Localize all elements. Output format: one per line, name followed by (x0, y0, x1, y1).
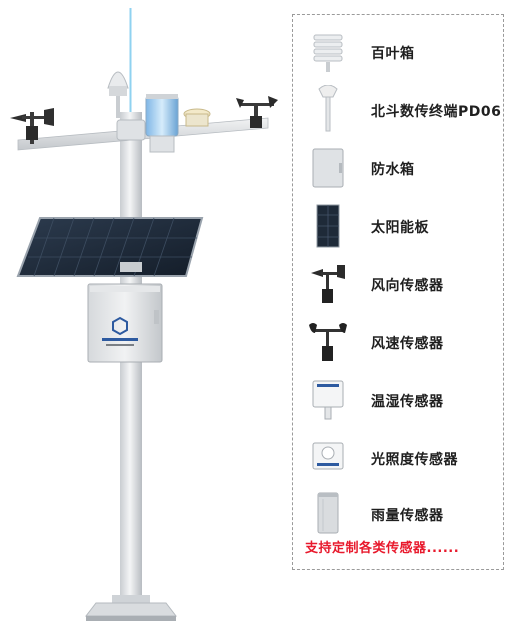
list-item: 百叶箱 (293, 27, 505, 77)
anemometer (236, 96, 278, 128)
solar-panel-icon (316, 204, 340, 248)
waterproof-box-icon (312, 148, 344, 188)
light-sensor (183, 108, 211, 127)
item-label: 雨量传感器 (371, 508, 444, 524)
list-item: 风速传感器 (293, 317, 505, 367)
item-label: 风速传感器 (371, 336, 444, 352)
antenna (129, 8, 132, 126)
wind-vane (10, 108, 54, 144)
product-list-panel: 百叶箱 北斗数传终端PD06 防水箱 太阳能板 (292, 14, 504, 570)
list-item: 防水箱 (293, 143, 505, 193)
control-cabinet (87, 283, 163, 363)
beidou-terminal-icon (318, 85, 338, 132)
temp-humidity-sensor-icon (312, 380, 344, 420)
list-item: 光照度传感器 (293, 433, 505, 483)
cabinet-logo-icon (102, 316, 138, 346)
list-item: 温湿传感器 (293, 375, 505, 425)
item-label: 防水箱 (371, 162, 415, 178)
list-item: 风向传感器 (293, 259, 505, 309)
gps-dome (107, 71, 129, 118)
solar-panel (16, 217, 204, 277)
list-item: 北斗数传终端PD06 (293, 85, 505, 135)
rain-gauge-icon (317, 492, 339, 534)
item-label: 北斗数传终端PD06 (371, 104, 502, 120)
anemometer-icon (309, 323, 347, 361)
light-sensor-icon (312, 442, 344, 470)
wind-vane-icon (311, 265, 345, 303)
item-label: 光照度传感器 (371, 452, 458, 468)
weather-station-illustration (10, 8, 278, 621)
item-label: 风向传感器 (371, 278, 444, 294)
main-pole (84, 112, 178, 621)
rain-gauge (145, 94, 179, 153)
item-label: 太阳能板 (371, 220, 429, 236)
list-item: 雨量传感器 (293, 489, 505, 539)
custom-sensors-note: 支持定制各类传感器...... (305, 541, 460, 556)
cross-arm (17, 117, 269, 151)
item-label: 百叶箱 (371, 46, 415, 62)
list-item: 太阳能板 (293, 201, 505, 251)
item-label: 温湿传感器 (371, 394, 444, 410)
louver-box-icon (313, 34, 343, 72)
